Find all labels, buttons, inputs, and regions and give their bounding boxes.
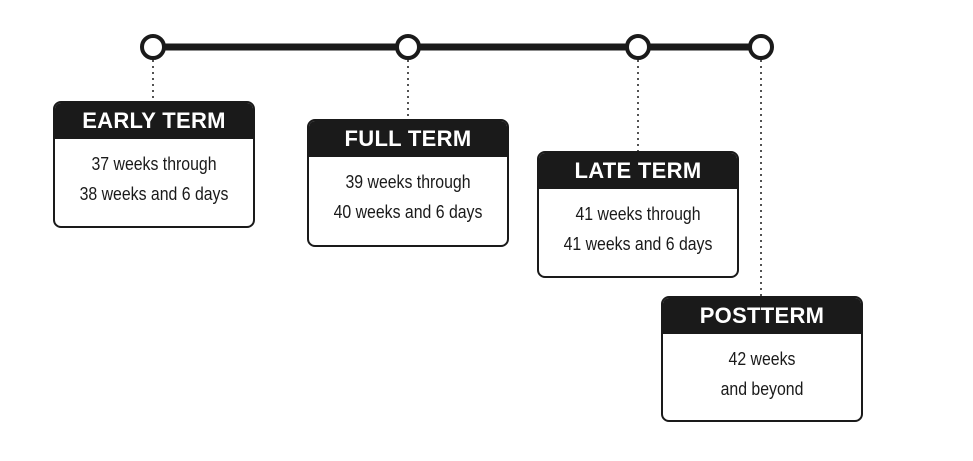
- card-postterm: POSTTERM 42 weeks and beyond: [661, 296, 863, 422]
- card-title: POSTTERM: [663, 298, 861, 334]
- card-late-term: LATE TERM 41 weeks through 41 weeks and …: [537, 151, 739, 278]
- card-line: 42 weeks: [728, 349, 796, 369]
- card-line: and beyond: [720, 379, 804, 399]
- card-line: 38 weeks and 6 days: [79, 184, 229, 204]
- card-title: FULL TERM: [309, 121, 507, 157]
- card-description: 39 weeks through 40 weeks and 6 days: [321, 157, 495, 227]
- card-description: 37 weeks through 38 weeks and 6 days: [67, 139, 241, 209]
- card-full-term: FULL TERM 39 weeks through 40 weeks and …: [307, 119, 509, 247]
- card-description: 42 weeks and beyond: [675, 334, 849, 404]
- node-early-term: [140, 34, 166, 60]
- card-early-term: EARLY TERM 37 weeks through 38 weeks and…: [53, 101, 255, 228]
- node-late-term: [625, 34, 651, 60]
- card-line: 37 weeks through: [91, 154, 217, 174]
- card-line: 40 weeks and 6 days: [333, 202, 483, 222]
- node-postterm: [748, 34, 774, 60]
- card-line: 39 weeks through: [345, 172, 471, 192]
- card-line: 41 weeks through: [575, 204, 701, 224]
- card-line: 41 weeks and 6 days: [563, 234, 713, 254]
- card-description: 41 weeks through 41 weeks and 6 days: [551, 189, 725, 259]
- card-title: LATE TERM: [539, 153, 737, 189]
- node-full-term: [395, 34, 421, 60]
- card-title: EARLY TERM: [55, 103, 253, 139]
